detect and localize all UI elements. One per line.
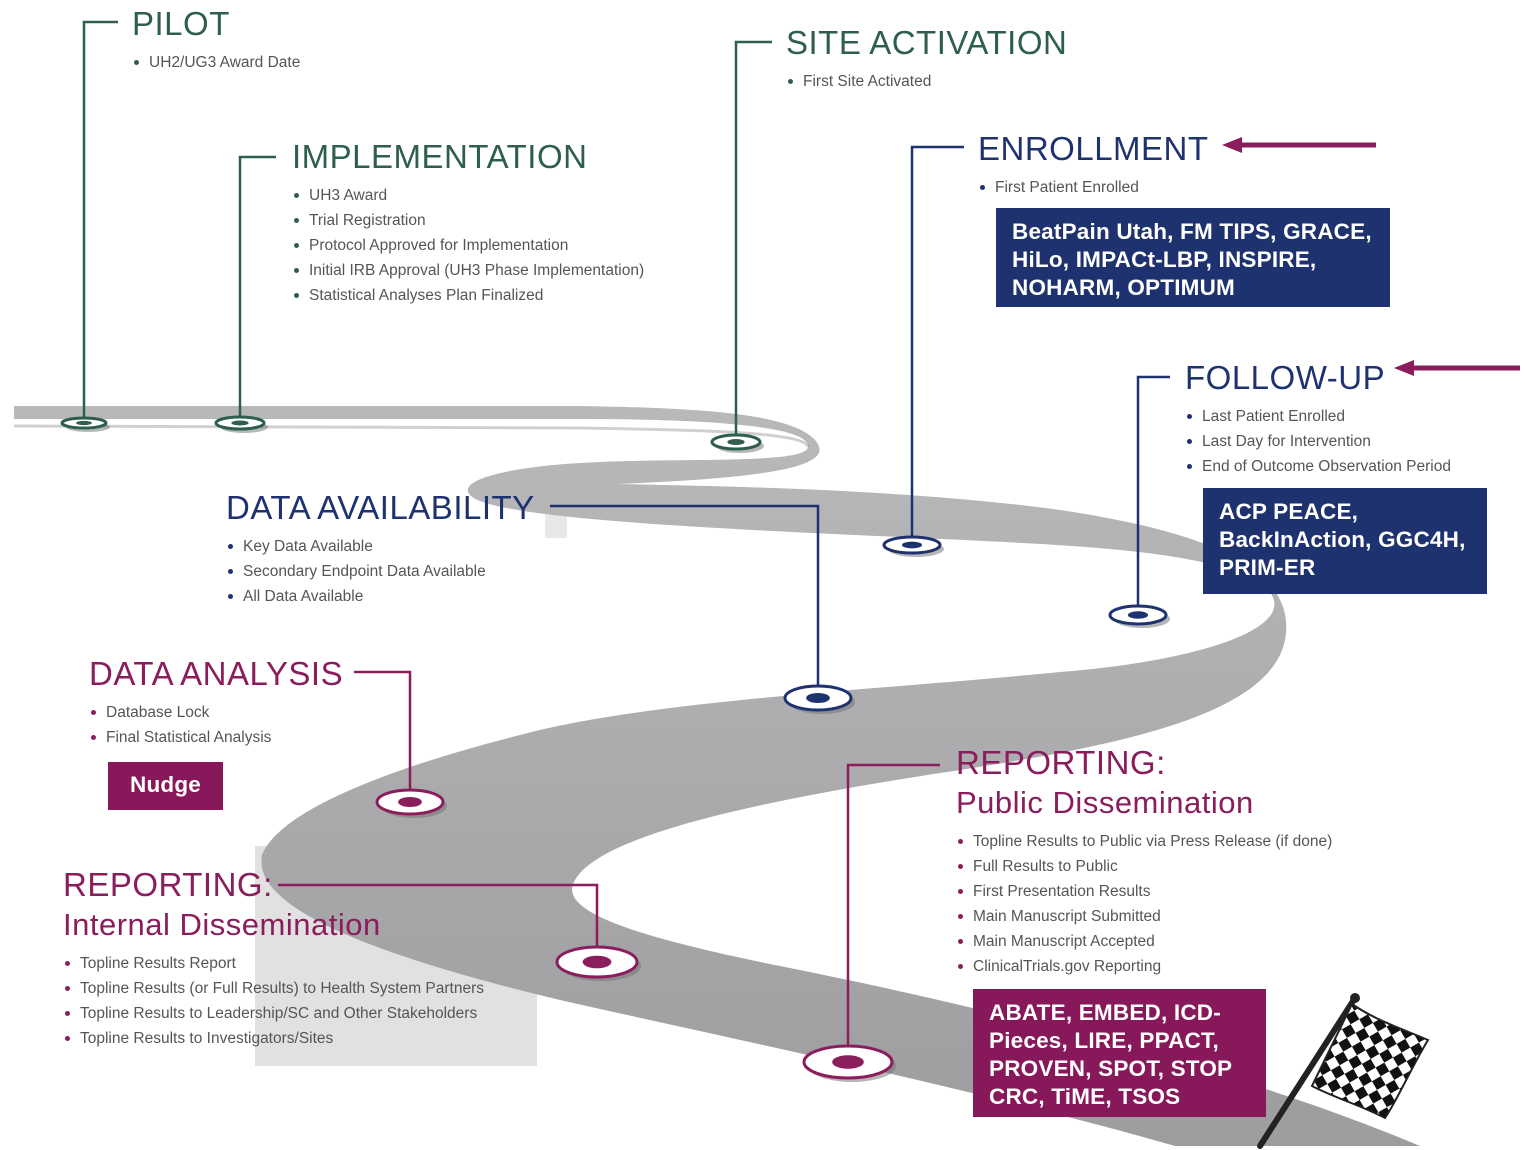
stage-title-site-activation: SITE ACTIVATION	[786, 24, 1068, 61]
list-item: Protocol Approved for Implementation	[292, 233, 644, 258]
stage-data-availability: DATA AVAILABILITY Key Data Available Sec…	[226, 488, 535, 609]
connector-line-pilot	[82, 20, 118, 423]
list-item: Statistical Analyses Plan Finalized	[292, 283, 644, 308]
stage-items-reporting-public: Topline Results to Public via Press Rele…	[956, 829, 1332, 979]
list-item: ClinicalTrials.gov Reporting	[956, 954, 1332, 979]
stage-items-follow-up: Last Patient Enrolled Last Day for Inter…	[1185, 404, 1451, 479]
list-item: Main Manuscript Accepted	[956, 929, 1332, 954]
stage-reporting-internal: REPORTING: Internal Dissemination Toplin…	[63, 865, 484, 1051]
list-item: Key Data Available	[226, 534, 535, 559]
milestone-marker-dot	[582, 955, 612, 969]
list-item: UH3 Award	[292, 183, 644, 208]
stage-title-pilot: PILOT	[132, 5, 230, 42]
connector-line-data-availability	[550, 504, 820, 698]
stage-title-data-analysis: DATA ANALYSIS	[89, 655, 344, 692]
milestone-marker-dot	[1127, 611, 1149, 619]
list-item: First Patient Enrolled	[978, 175, 1209, 200]
list-item: Topline Results to Public via Press Rele…	[956, 829, 1332, 854]
checkered-flag-icon	[1257, 993, 1430, 1149]
trials-box-reporting-public: ABATE, EMBED, ICD-Pieces, LIRE, PPACT, P…	[973, 989, 1266, 1117]
stage-items-data-availability: Key Data Available Secondary Endpoint Da…	[226, 534, 535, 609]
list-item: First Presentation Results	[956, 879, 1332, 904]
trials-box-enrollment: BeatPain Utah, FM TIPS, GRACE, HiLo, IMP…	[996, 208, 1390, 307]
list-item: Topline Results to Leadership/SC and Oth…	[63, 1001, 484, 1026]
list-item: First Site Activated	[786, 69, 1067, 94]
milestone-marker-dot	[398, 796, 422, 808]
stage-site-activation: SITE ACTIVATION First Site Activated	[786, 23, 1067, 94]
stage-title-follow-up: FOLLOW-UP	[1185, 359, 1386, 396]
stage-data-analysis: DATA ANALYSIS Database Lock Final Statis…	[89, 654, 343, 750]
list-item: End of Outcome Observation Period	[1185, 454, 1451, 479]
trials-box-data-analysis: Nudge	[108, 762, 223, 810]
list-item: Topline Results to Investigators/Sites	[63, 1026, 484, 1051]
stage-items-site-activation: First Site Activated	[786, 69, 1067, 94]
list-item: Database Lock	[89, 700, 343, 725]
list-item: Last Patient Enrolled	[1185, 404, 1451, 429]
milestone-marker-dot	[231, 420, 249, 426]
stage-items-reporting-internal: Topline Results Report Topline Results (…	[63, 951, 484, 1051]
list-item: Trial Registration	[292, 208, 644, 233]
connector-line-follow-up	[1136, 375, 1170, 615]
list-item: Secondary Endpoint Data Available	[226, 559, 535, 584]
list-item: Topline Results Report	[63, 951, 484, 976]
stage-implementation: IMPLEMENTATION UH3 Award Trial Registrat…	[292, 137, 644, 308]
road-shadow	[13, 424, 810, 448]
arrow-left-icon	[1394, 360, 1414, 376]
stage-title-reporting-public: REPORTING:	[956, 744, 1166, 781]
list-item: Initial IRB Approval (UH3 Phase Implemen…	[292, 258, 644, 283]
stage-items-data-analysis: Database Lock Final Statistical Analysis	[89, 700, 343, 750]
list-item: All Data Available	[226, 584, 535, 609]
stage-title-data-availability: DATA AVAILABILITY	[226, 489, 535, 526]
road	[14, 406, 1420, 1146]
stage-subtitle-reporting-public: Public Dissemination	[956, 785, 1254, 820]
list-item: Last Day for Intervention	[1185, 429, 1451, 454]
stage-title-implementation: IMPLEMENTATION	[292, 138, 588, 175]
stage-pilot: PILOT UH2/UG3 Award Date	[132, 4, 300, 75]
stage-items-implementation: UH3 Award Trial Registration Protocol Ap…	[292, 183, 644, 308]
stage-reporting-public: REPORTING: Public Dissemination Topline …	[956, 743, 1332, 979]
connector-line-reporting-internal	[278, 883, 599, 962]
connector-line-enrollment	[910, 145, 964, 545]
milestone-marker-dot	[832, 1055, 864, 1069]
list-item: Main Manuscript Submitted	[956, 904, 1332, 929]
stage-title-reporting-internal: REPORTING:	[63, 866, 273, 903]
stage-subtitle-reporting-internal: Internal Dissemination	[63, 907, 381, 942]
milestone-marker-dot	[806, 692, 830, 704]
list-item: Full Results to Public	[956, 854, 1332, 879]
trials-box-follow-up: ACP PEACE, BackInAction, GGC4H, PRIM-ER	[1203, 488, 1487, 594]
arrow-left-icon	[1222, 137, 1242, 153]
list-item: Final Statistical Analysis	[89, 725, 343, 750]
connector-line-site-activation	[734, 40, 772, 442]
list-item: Topline Results (or Full Results) to Hea…	[63, 976, 484, 1001]
milestone-marker-dot	[76, 420, 92, 426]
connector-line-implementation	[238, 155, 276, 423]
connector-line-data-analysis	[354, 670, 412, 802]
stage-items-pilot: UH2/UG3 Award Date	[132, 50, 300, 75]
milestone-marker-dot	[901, 541, 923, 549]
stage-follow-up: FOLLOW-UP Last Patient Enrolled Last Day…	[1185, 358, 1451, 479]
stage-enrollment: ENROLLMENT First Patient Enrolled	[978, 129, 1209, 200]
stage-title-enrollment: ENROLLMENT	[978, 130, 1209, 167]
milestone-marker-dot	[727, 439, 745, 445]
connector-line-reporting-public	[846, 763, 940, 1062]
stage-items-enrollment: First Patient Enrolled	[978, 175, 1209, 200]
list-item: UH2/UG3 Award Date	[132, 50, 300, 75]
